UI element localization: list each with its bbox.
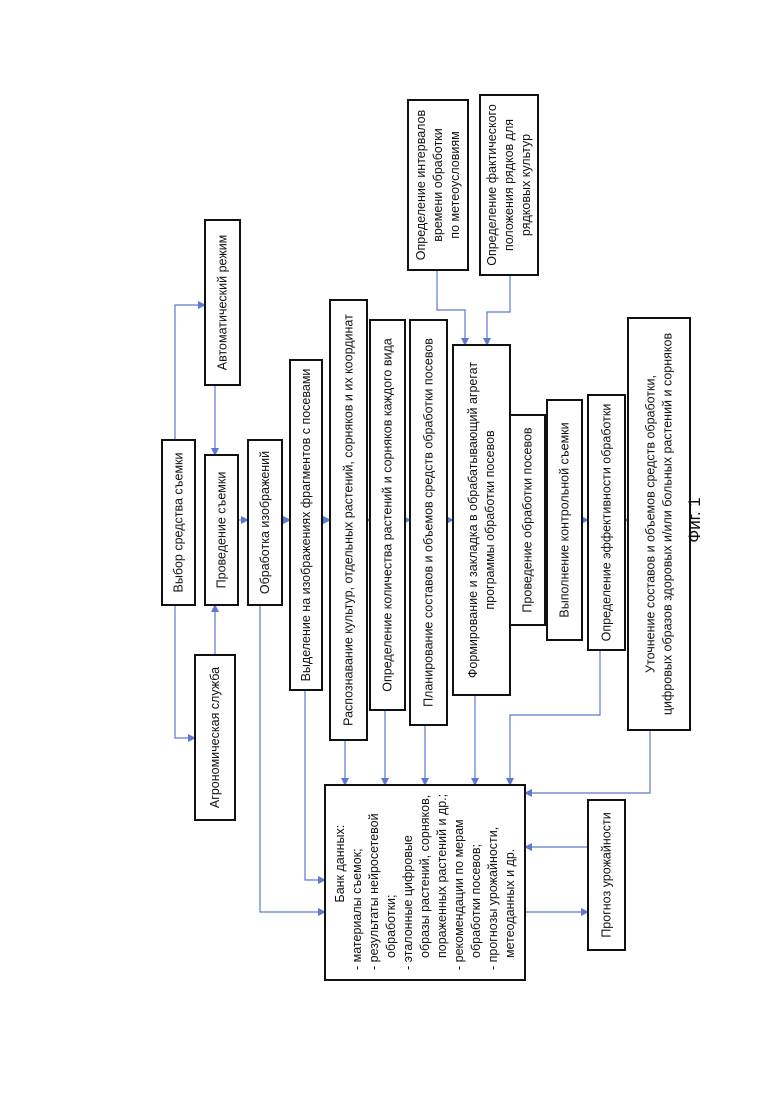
choice-to-auto-arrow	[175, 305, 205, 440]
figure-label: Фиг. 1	[685, 497, 704, 542]
box-text-line: Проведение съемки	[215, 472, 229, 589]
select-to-bank-arrow	[305, 690, 325, 880]
box-text-line: метеоданных и др.	[503, 849, 517, 958]
box-count: Определение количества растений и сорняк…	[370, 320, 405, 710]
box-text: Прогноз урожайности	[600, 812, 614, 937]
box-text-line: обработки;	[384, 894, 398, 958]
box-bank: Банк данных:- материалы съемок;- результ…	[325, 785, 525, 980]
box-text: Обработка изображений	[258, 451, 272, 594]
effect-to-bank-arrow	[510, 650, 600, 785]
box-text-line: Определение количества растений и сорняк…	[381, 338, 395, 691]
box-text-line: Формирование и закладка в обрабатывающий…	[466, 362, 480, 678]
box-text-line: Выбор средства съемки	[172, 452, 186, 592]
box-text: Выбор средства съемки	[172, 452, 186, 592]
box-text-line: - эталонные цифровые	[401, 835, 415, 970]
box-choice: Выбор средства съемки	[162, 440, 195, 605]
box-text: Агрономическая служба	[208, 667, 222, 808]
box-text-line: Выполнение контрольной съемки	[558, 422, 572, 617]
box-text: Определение эффективности обработки	[600, 404, 614, 642]
box-text: Распознавание культур, отдельных растени…	[342, 314, 356, 726]
box-text-line: Банк данных:	[333, 825, 347, 903]
box-rows: Определение фактическогоположения рядков…	[480, 95, 538, 275]
choice-to-agro-arrow	[175, 605, 195, 738]
box-select: Выделение на изображениях фрагментов с п…	[290, 360, 322, 690]
box-treat: Проведение обработки посевов	[510, 415, 545, 625]
box-text: Проведение обработки посевов	[521, 427, 535, 612]
box-recog: Распознавание культур, отдельных растени…	[330, 300, 367, 740]
box-refine: Уточнение составов и объемов средств обр…	[628, 318, 690, 730]
process-boxes: Агрономическая служба Выбор средства съем…	[162, 95, 690, 980]
box-text-line: Автоматический режим	[216, 235, 230, 371]
box-text-line: Распознавание культур, отдельных растени…	[342, 314, 356, 726]
box-text-line: положения рядков для	[502, 119, 516, 251]
box-plan: Планирование составов и объемов средств …	[410, 320, 447, 725]
box-text-line: Агрономическая служба	[208, 667, 222, 808]
box-text-line: Прогноз урожайности	[600, 812, 614, 937]
box-text-line: - прогнозы урожайности,	[486, 827, 500, 970]
box-text-line: образы растений, сорняков,	[418, 795, 432, 958]
box-text: Проведение съемки	[215, 472, 229, 589]
box-text-line: Определение фактического	[485, 104, 499, 266]
box-frame	[628, 318, 690, 730]
box-agro: Агрономическая служба	[195, 655, 235, 820]
box-text-line: - результаты нейросетевой	[367, 813, 381, 970]
box-text-line: Обработка изображений	[258, 451, 272, 594]
box-text-line: времени обработки	[431, 128, 445, 241]
box-text-line: Выделение на изображениях фрагментов с п…	[299, 369, 313, 682]
refine-to-bank-arrow	[525, 730, 650, 793]
box-text-line: Планирование составов и объемов средств …	[422, 338, 436, 707]
box-text: Автоматический режим	[216, 235, 230, 371]
box-effect: Определение эффективности обработки	[588, 395, 625, 650]
rows-to-form-arrow	[487, 275, 510, 345]
box-text: Выделение на изображениях фрагментов с п…	[299, 369, 313, 682]
box-text: Определение интерваловвремени обработкип…	[414, 109, 462, 260]
box-text-line: Проведение обработки посевов	[521, 427, 535, 612]
box-text-line: цифровых образов здоровых и/или больных …	[661, 333, 675, 716]
box-text-line: пораженных растений и др.;	[435, 794, 449, 958]
box-forecast: Прогноз урожайности	[588, 800, 625, 950]
box-auto: Автоматический режим	[205, 220, 240, 385]
box-shoot: Проведение съемки	[205, 455, 238, 605]
box-frame	[453, 345, 510, 695]
box-form: Формирование и закладка в обрабатывающий…	[453, 345, 510, 695]
box-text-line: рядковых культур	[519, 134, 533, 236]
box-control: Выполнение контрольной съемки	[547, 400, 582, 640]
box-text-line: Уточнение составов и объемов средств обр…	[644, 375, 658, 673]
box-text-line: - материалы съемок;	[350, 848, 364, 970]
box-text-line: Определение эффективности обработки	[600, 404, 614, 642]
box-text-line: Определение интервалов	[414, 109, 428, 260]
box-imgproc: Обработка изображений	[248, 440, 282, 605]
box-text: Определение количества растений и сорняк…	[381, 338, 395, 691]
box-text-line: программы обработки посевов	[483, 430, 497, 610]
box-text: Выполнение контрольной съемки	[558, 422, 572, 617]
box-interval: Определение интерваловвремени обработкип…	[408, 100, 468, 270]
box-text-line: по метеоусловиям	[448, 131, 462, 238]
box-text: Планирование составов и объемов средств …	[422, 338, 436, 707]
box-text-line: - рекомендации по мерам	[452, 819, 466, 970]
box-text-line: обработки посевов;	[469, 844, 483, 958]
